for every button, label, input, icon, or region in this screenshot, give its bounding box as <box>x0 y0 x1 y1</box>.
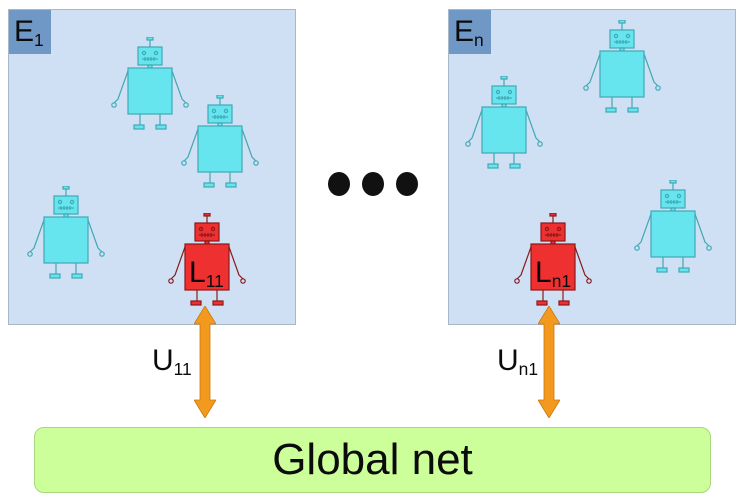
leader-label-ln1: Ln1 <box>535 256 572 292</box>
agent-robot-icon <box>582 20 662 116</box>
agent-robot-icon <box>180 95 260 191</box>
environment-en-label: En <box>449 10 491 54</box>
ellipsis-dot <box>396 172 418 196</box>
agent-robot-icon <box>464 76 544 172</box>
environment-en: En Ln1 <box>448 9 736 325</box>
global-net-box: Global net <box>34 427 711 493</box>
uplink-arrow-un1 <box>538 306 560 423</box>
ellipsis <box>328 172 418 200</box>
ellipsis-dot <box>328 172 350 196</box>
leader-label-l11: L11 <box>189 256 224 292</box>
link-label-u11: U11 <box>152 344 192 380</box>
global-net-label: Global net <box>272 435 473 484</box>
uplink-arrow-u11 <box>194 306 216 423</box>
ellipsis-dot <box>362 172 384 196</box>
environment-e1: E1 L11 <box>8 9 296 325</box>
agent-robot-icon <box>26 186 106 282</box>
link-label-un1: Un1 <box>497 344 539 380</box>
environment-e1-label: E1 <box>9 10 51 54</box>
agent-robot-icon <box>110 37 190 133</box>
agent-robot-icon <box>633 180 713 276</box>
